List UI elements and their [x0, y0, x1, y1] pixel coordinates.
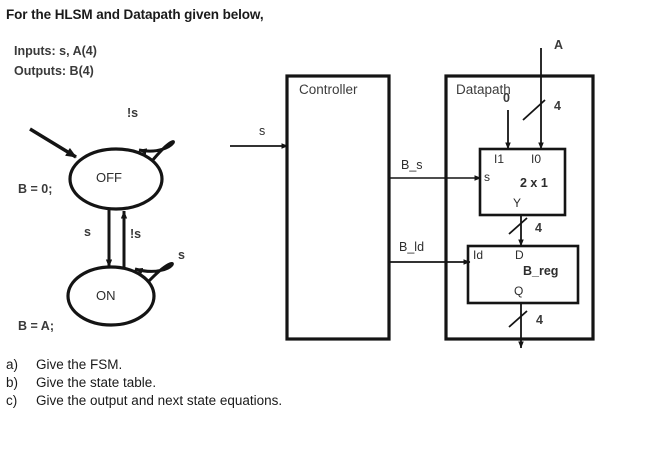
datapath-box [444, 74, 595, 341]
question-text-c: Give the output and next state equations… [36, 393, 283, 408]
fsm-selfloop-off [138, 140, 175, 162]
signal-label-bld: B_ld [399, 240, 425, 254]
fsm-state-on [66, 265, 156, 327]
bus-slash-reg-out [508, 310, 528, 328]
datapath-title: Datapath [456, 82, 511, 97]
fsm-state-on-action: B = A; [18, 319, 54, 333]
question-list: a) Give the FSM. b) Give the state table… [6, 357, 282, 411]
register-d-label: D [515, 248, 524, 262]
question-item-b: b) Give the state table. [6, 375, 282, 390]
mux-output-y-label: Y [513, 196, 522, 210]
outputs-line: Outputs: B(4) [14, 64, 94, 78]
mux-select-label: s [484, 170, 490, 184]
fsm-label-on-to-off: !s [130, 227, 142, 241]
question-text-a: Give the FSM. [36, 357, 123, 372]
fsm-label-off-to-on: s [84, 225, 91, 239]
fsm-state-off-action: B = 0; [18, 182, 53, 196]
register-box [466, 244, 580, 305]
datapath-input-a-label: A [554, 38, 564, 52]
fsm-label-off-selfloop: !s [127, 106, 139, 120]
question-marker-a: a) [6, 357, 19, 372]
page-title: For the HLSM and Datapath given below, [6, 7, 264, 22]
controller-input-s-label: s [259, 124, 266, 138]
controller-block [230, 74, 482, 341]
bus-width-reg-out: 4 [536, 313, 543, 327]
bus-width-mux-out: 4 [535, 221, 542, 235]
question-marker-b: b) [6, 375, 19, 390]
mux-box [478, 147, 567, 217]
mux-input-i1-label: I1 [494, 152, 505, 166]
fsm-initial-arrow [29, 127, 77, 159]
register-q-label: Q [514, 284, 524, 298]
controller-title: Controller [299, 82, 358, 97]
register-load-label: Id [473, 248, 484, 262]
mux-name: 2 x 1 [520, 176, 548, 190]
bus-width-a: 4 [554, 99, 561, 113]
signal-label-bs: B_s [401, 158, 423, 172]
fsm-state-off-name: OFF [96, 170, 122, 185]
datapath-const-zero-label: 0 [503, 91, 510, 105]
controller-box [285, 74, 391, 341]
fsm-state-off [68, 147, 164, 211]
datapath-block [444, 48, 595, 349]
question-item-c: c) Give the output and next state equati… [6, 393, 282, 408]
mux-input-i0-label: I0 [531, 152, 542, 166]
question-marker-c: c) [6, 393, 18, 408]
question-text-b: Give the state table. [36, 375, 157, 390]
bus-slash-a [522, 99, 546, 121]
bus-slash-mux-out [508, 217, 528, 235]
register-name: B_reg [523, 264, 559, 278]
fsm-state-on-name: ON [96, 288, 116, 303]
fsm-selfloop-on [134, 262, 174, 284]
fsm-diagram [29, 127, 175, 327]
question-item-a: a) Give the FSM. [6, 357, 282, 372]
fsm-label-on-selfloop: s [178, 248, 185, 262]
inputs-line: Inputs: s, A(4) [14, 44, 97, 58]
